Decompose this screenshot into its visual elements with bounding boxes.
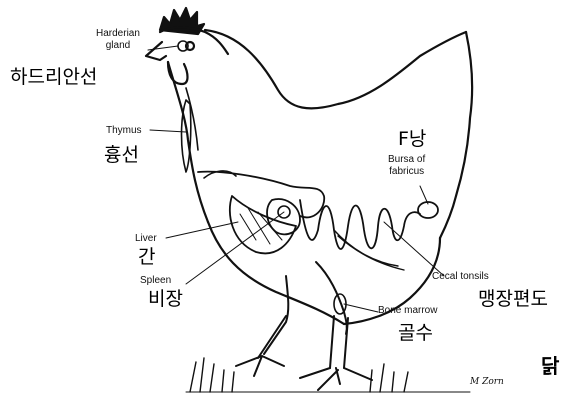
intestine-loops — [300, 200, 420, 249]
far-foot — [236, 356, 284, 376]
grass-left — [190, 358, 234, 392]
leader-harderian — [148, 46, 178, 50]
artist-signature: M Zorn — [469, 377, 504, 387]
beak-outline — [146, 42, 166, 60]
far-shank — [258, 316, 286, 358]
label-spleen-ko: 비장 — [148, 290, 183, 309]
leader-thymus — [150, 130, 186, 132]
thymus-organ — [182, 100, 191, 172]
belly-outline — [208, 222, 344, 324]
tail-outline — [440, 32, 472, 238]
label-thymus-ko: 흉선 — [104, 146, 139, 165]
label-cecal-tonsils-ko: 맹장편도 — [478, 290, 548, 309]
neck-back-outline — [205, 30, 466, 108]
leader-liver — [166, 222, 238, 238]
label-liver-ko: 간 — [138, 248, 155, 267]
grass-right — [370, 364, 408, 392]
label-harderian-gland-ko: 하드리안선 — [10, 68, 97, 87]
label-harderian-gland-en: Harderian gland — [96, 28, 140, 52]
label-bone-marrow-en: Bone marrow — [378, 306, 437, 316]
label-thymus-en: Thymus — [106, 126, 142, 136]
leader-bone-marrow — [344, 304, 378, 312]
label-bursa-ko: F낭 — [398, 130, 426, 149]
label-spleen-en: Spleen — [140, 276, 171, 286]
gut-upper — [198, 172, 324, 218]
leader-bursa — [420, 186, 428, 204]
label-bursa-en: Bursa of fabricus — [388, 154, 425, 178]
near-foot — [300, 368, 372, 390]
neck-front-outline — [168, 62, 208, 222]
label-cecal-tonsils-en: Cecal tonsils — [432, 272, 489, 282]
liver-shading — [240, 208, 282, 244]
leader-cecal — [384, 222, 444, 276]
diagram-title: 닭 — [541, 356, 559, 376]
label-bone-marrow-ko: 골수 — [398, 324, 433, 343]
label-liver-en: Liver — [135, 234, 157, 244]
